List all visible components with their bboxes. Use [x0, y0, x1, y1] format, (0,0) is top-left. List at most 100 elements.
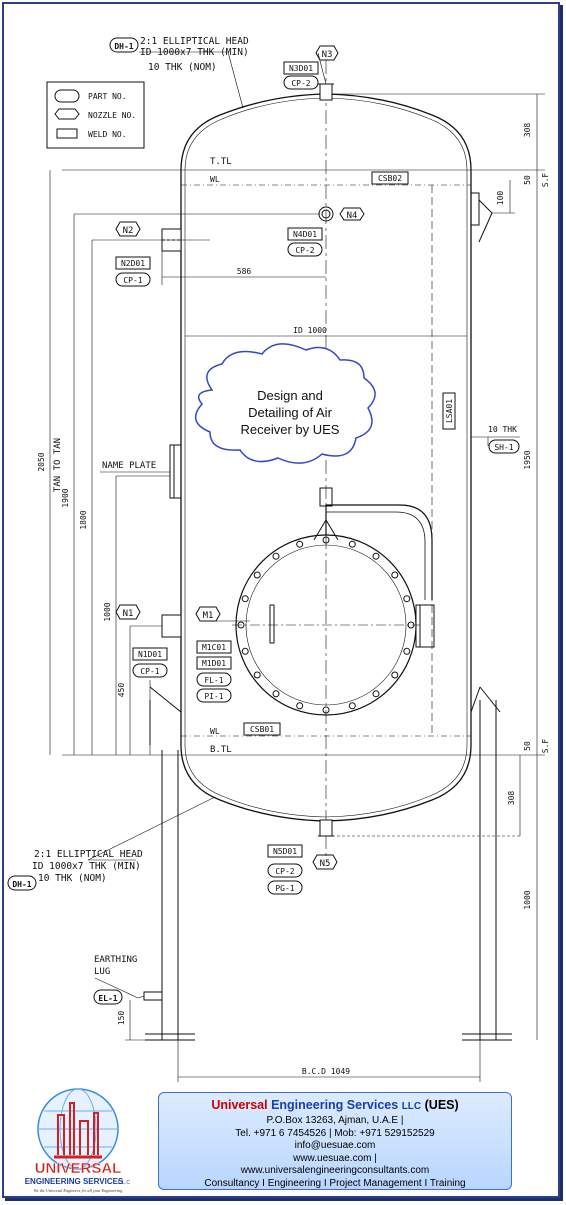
dim-150: 150 — [117, 1011, 126, 1026]
id-label: ID 1000 — [293, 326, 327, 335]
general-labels: T.TL B.TL WL WL CSB02 CSB01 LSA01 NAME P… — [94, 157, 550, 1076]
dim-586: 586 — [237, 267, 252, 276]
company-email[interactable]: info@uesuae.com — [294, 1140, 376, 1152]
lsa01-label: LSA01 — [445, 399, 454, 423]
leader-lines — [87, 51, 489, 999]
csb02-label: CSB02 — [378, 174, 402, 183]
sf-bottom-label: S.F — [541, 739, 550, 754]
n5-tag: N5 — [320, 859, 331, 869]
cloud-line-2: Detailing of Air — [248, 405, 332, 420]
company-web-2[interactable]: www.universalengineeringconsultants.com — [240, 1165, 430, 1177]
manway-bolt — [241, 595, 249, 603]
dim-308-bottom: 308 — [507, 791, 516, 806]
dim-1800: 1800 — [79, 510, 88, 529]
n5-part-1: CP-2 — [275, 867, 294, 876]
name-plate-label: NAME PLATE — [102, 461, 156, 471]
name-plate — [169, 444, 182, 499]
wl-top-label: WL — [210, 175, 220, 184]
manway-bolt — [296, 702, 304, 710]
manway-bolt — [403, 595, 411, 603]
dim-1000: 1000 — [103, 602, 112, 621]
nozzle-n5 — [318, 819, 334, 837]
manway-m1 — [232, 487, 435, 716]
dim-tan-to-tan: TAN TO TAN — [53, 438, 63, 492]
btl-label: B.TL — [210, 745, 232, 755]
manway-bolt — [403, 647, 411, 655]
dim-2050: 2050 — [37, 452, 46, 471]
company-address: P.O.Box 13263, Ajman, U.A.E | — [266, 1115, 404, 1126]
logo-tagline: We the Universal Engineers for all your … — [34, 1188, 123, 1193]
n1-weld: N1D01 — [138, 650, 162, 659]
vessel-shell — [62, 60, 545, 860]
m1-weld-1: M1C01 — [202, 643, 226, 652]
sf-top-label: S.F — [541, 173, 550, 188]
manway-bolt — [348, 540, 356, 548]
manway-bolt — [253, 571, 261, 579]
bcd-label: B.C.D 1049 — [302, 1067, 350, 1076]
n4-part: CP-2 — [295, 246, 314, 255]
legend-weld: WELD NO. — [88, 130, 127, 139]
top-head-line-1: 2:1 ELLIPTICAL HEAD — [140, 36, 249, 47]
m1-tag: M1 — [203, 611, 214, 621]
n2-part: CP-1 — [123, 276, 142, 285]
cloud-line-3: Receiver by UES — [241, 422, 340, 437]
top-head-tag: DH-1 — [114, 42, 133, 51]
lifting-lug — [470, 192, 493, 243]
company-abbr: (UES) — [424, 1098, 459, 1112]
dimension-text: 586 308 50 100 1950 50 308 1000 2050 TAN… — [37, 123, 532, 1026]
n1-tag: N1 — [123, 609, 134, 619]
earthing-label-2: LUG — [94, 967, 110, 977]
company-llc: LLC — [401, 1101, 422, 1112]
legend-text: PART NO. NOZZLE NO. WELD NO. — [88, 92, 136, 139]
legend-part: PART NO. — [88, 92, 127, 101]
n3-weld: N3D01 — [289, 64, 313, 73]
title-cloud — [194, 343, 376, 464]
dim-450: 450 — [117, 683, 126, 698]
dim-50-bottom: 50 — [523, 741, 532, 751]
n4-weld: N4D01 — [293, 230, 317, 239]
bottom-head-line-1: 2:1 ELLIPTICAL HEAD — [34, 849, 143, 860]
manway-bolt — [348, 702, 356, 710]
legend — [46, 81, 145, 149]
shell-tag: SH-1 — [494, 443, 513, 452]
company-name-red: Universal — [211, 1098, 268, 1112]
manway-bolt — [391, 671, 399, 679]
earthing-tag: EL-1 — [98, 994, 117, 1003]
manway-bolt — [272, 690, 280, 698]
logo-llc: L.L.C — [118, 1180, 130, 1186]
shell-thk-label: 10 THK — [488, 425, 517, 434]
cloud-line-1: Design and — [257, 388, 323, 403]
cloud-text: Design and Detailing of Air Receiver by … — [241, 388, 340, 437]
nozzle-n1 — [161, 614, 182, 638]
nozzle-n3 — [318, 83, 334, 101]
company-name: Universal Engineering Services LLC (UES) — [163, 1097, 507, 1115]
manway-bolt — [322, 536, 330, 544]
wl-bottom-label: WL — [210, 727, 220, 736]
tag-shapes — [7, 37, 520, 1005]
earthing-label-1: EARTHING — [94, 955, 137, 965]
n2-tag: N2 — [123, 226, 134, 236]
logo-name: UNIVERSAL — [35, 1160, 122, 1177]
bottom-head-line-2: ID 1000x7 THK (MIN) — [32, 861, 141, 872]
manway-bolt — [296, 540, 304, 548]
logo-subname: ENGINEERING SERVICES — [25, 1177, 124, 1186]
top-head-line-3: 10 THK (NOM) — [148, 62, 217, 73]
n5-part-2: PG-1 — [275, 884, 294, 893]
dim-1900: 1900 — [61, 488, 70, 507]
dim-100: 100 — [496, 191, 505, 206]
manway-bolt — [253, 671, 261, 679]
manway-bolt — [272, 552, 280, 560]
bottom-head-line-3: 10 THK (NOM) — [38, 873, 107, 884]
web-separator: | — [374, 1152, 377, 1164]
company-phone: Tel. +971 6 7454526 | Mob: +971 52915252… — [235, 1127, 435, 1139]
dim-308-top: 308 — [523, 123, 532, 138]
n2-weld: N2D01 — [121, 259, 145, 268]
m1-part-2: PI-1 — [204, 692, 223, 701]
dim-1000-leg: 1000 — [523, 890, 532, 909]
company-logo: UNIVERSAL ENGINEERING SERVICES L.L.C We … — [14, 1085, 142, 1195]
manway-bolt — [372, 552, 380, 560]
n1-part: CP-1 — [140, 667, 159, 676]
n5-weld: N5D01 — [273, 847, 297, 856]
company-web-1[interactable]: www.uesuae.com — [293, 1152, 372, 1164]
